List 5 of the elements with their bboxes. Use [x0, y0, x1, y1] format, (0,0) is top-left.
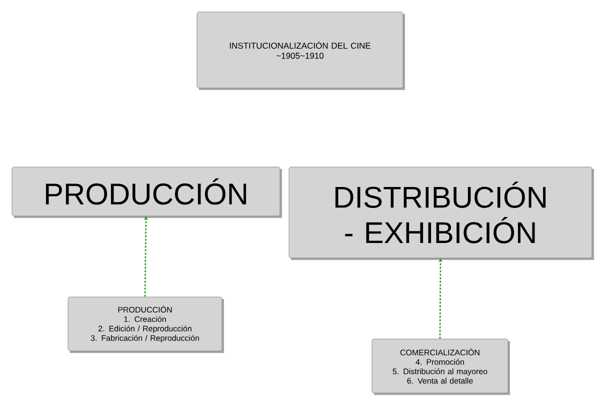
list-box: COMERCIALIZACIÓN 4. Promoción 5. Distribución al mayoreo 6. Venta al detalle	[372, 338, 510, 395]
title-box: INSTITUCIONALIZACIÓN DEL CINE ~1905~1910	[196, 12, 405, 90]
stage-box: DISTRIBUCIÓN - EXHIBICIÓN	[288, 166, 594, 260]
stage-box: PRODUCCIÓN	[12, 166, 282, 218]
list-box: PRODUCCIÓN 1. Creación 2. Edición / Reproducción 3. Fabricación / Reproducción	[68, 296, 224, 353]
